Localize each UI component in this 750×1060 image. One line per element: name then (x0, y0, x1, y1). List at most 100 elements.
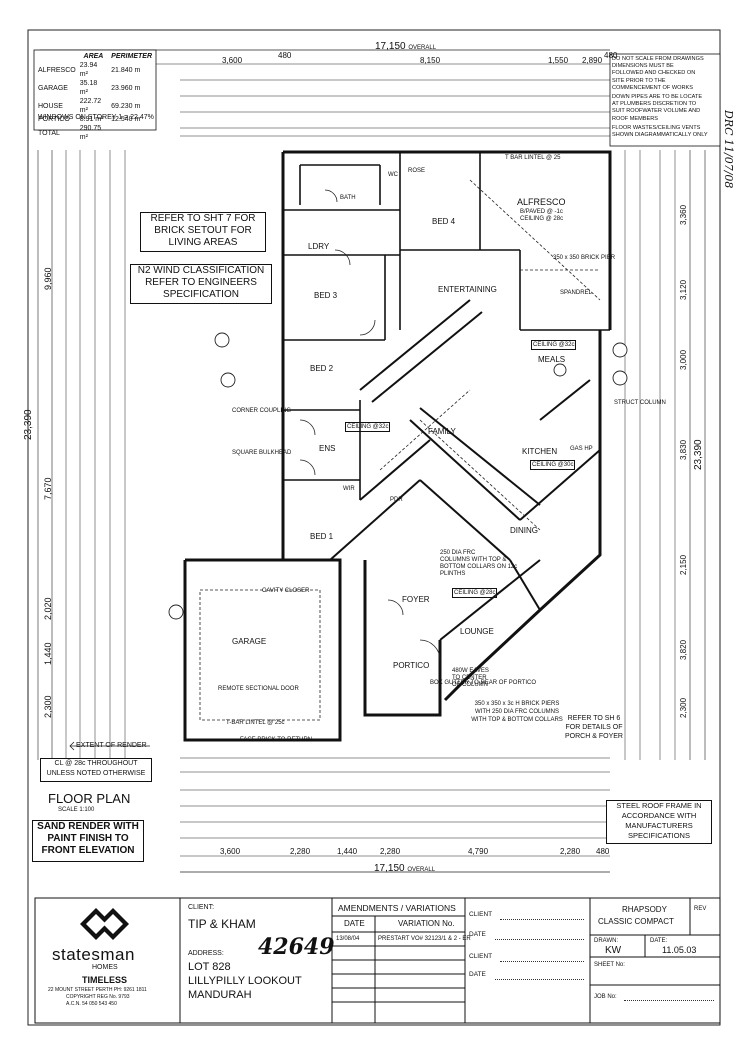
company-copyright: COPYRIGHT REG No. 9793 (66, 994, 130, 1000)
rev-label: REV (694, 906, 707, 912)
right-dim-4: 3,830 (679, 439, 688, 460)
room-dining: DINING (510, 526, 538, 535)
company-address: 22 MOUNT STREET PERTH PH: 9261 1811 (48, 987, 147, 993)
sign-date-2: DATE (469, 971, 486, 978)
amendments-date-header: DATE (344, 919, 365, 928)
company-acn: A.C.N. 54 050 543 450 (66, 1001, 117, 1007)
piers-note: 350 x 350 x 3c H BRICK PIERS WITH 250 DI… (471, 701, 563, 723)
left-dim-5: 2,300 (43, 695, 53, 718)
sign-client-1: CLIENT (469, 911, 493, 918)
job-line (624, 1000, 714, 1001)
top-dim-6: 480 (604, 51, 618, 60)
bottom-dim-5: 4,790 (468, 847, 489, 856)
left-dim-3: 2,020 (43, 597, 53, 620)
room-meals: MEALS (538, 355, 566, 364)
eaves-note: 480W EAVES TO CENTER OF COLUMN (452, 668, 489, 688)
meals-ceiling: CEILING @32c (531, 340, 577, 350)
square-bulkhead-label: SQUARE BULKHEAD (232, 450, 292, 456)
room-bath: BATH (340, 195, 356, 201)
room-entertaining: ENTERTAINING (438, 285, 497, 294)
amendment-date: 13/08/04 (336, 936, 360, 942)
room-ensuite: ENS (319, 444, 336, 453)
t-bar-lintel-garage-label: T-BAR LINTEL @ 25c (226, 720, 285, 726)
room-foyer: FOYER (402, 595, 430, 604)
address-label: ADDRESS: (188, 950, 224, 957)
sign-line-4 (495, 979, 584, 980)
porch-refer-callout: REFER TO SH 6 FOR DETAILS OF PORCH & FOY… (565, 715, 623, 740)
company-tagline: TIMELESS (82, 975, 128, 985)
kitchen-ceiling: CEILING @30c (530, 460, 576, 470)
sheet-label: SHEET No: (594, 962, 625, 968)
columns-note: 250 DIA FRC COLUMNS WITH TOP & BOTTOM CO… (440, 550, 518, 577)
foyer-ceiling: CEILING @28c (452, 588, 498, 598)
cavity-closer-label: CAVITY CLOSER (262, 588, 310, 594)
drawn-date: 11.05.03 (662, 945, 697, 955)
address-line-3: MANDURAH (188, 989, 252, 1001)
windows-note: WINDOWS ON STOREY 1 = 22.47% (38, 114, 154, 121)
company-name: statesman (52, 945, 135, 964)
sand-render-callout: SAND RENDER WITH PAINT FINISH TO FRONT E… (32, 820, 144, 862)
bottom-dim-1: 3,600 (220, 847, 241, 856)
room-alfresco-floor: B/PAVED @ -1c (520, 209, 563, 215)
corner-coupling-label: CORNER COUPLING (232, 408, 292, 414)
gas-hp-label: GAS HP (570, 446, 593, 452)
room-portico: PORTICO (393, 661, 430, 670)
sign-line-2 (495, 939, 584, 940)
areas-header-area: AREA (83, 53, 104, 60)
sign-line-3 (500, 961, 584, 962)
overall-depth-right: 23,390 (693, 439, 704, 470)
room-kitchen: KITCHEN (522, 447, 558, 456)
room-bed3: BED 3 (314, 291, 338, 300)
t-bar-lintel-label: T BAR LINTEL @ 25 (505, 155, 561, 161)
right-dim-6: 3,820 (679, 639, 688, 660)
bottom-dim-4: 2,280 (380, 847, 401, 856)
room-family: FAMILY (428, 427, 456, 436)
room-bed4: BED 4 (432, 217, 456, 226)
floor-plan-title: FLOOR PLAN (48, 791, 131, 806)
areas-header-perimeter: PERIMETER (111, 53, 152, 60)
bottom-dim-2: 2,280 (290, 847, 311, 856)
overall-width-bottom: 17,150 OVERALL (374, 863, 436, 874)
bottom-dim-6: 2,280 (560, 847, 581, 856)
room-bed2: BED 2 (310, 364, 334, 373)
top-dim-5: 2,890 (582, 56, 603, 65)
amendments-header: AMENDMENTS / VARIATIONS (338, 903, 456, 913)
top-dim-2: 480 (278, 51, 292, 60)
room-alfresco: ALFRESCO (517, 197, 566, 207)
overall-depth-left: 23,390 (23, 409, 34, 440)
design-sub: CLASSIC COMPACT (598, 917, 674, 926)
address-line-1: LOT 828 (188, 961, 231, 973)
extent-of-render-label: EXTENT OF RENDER (76, 742, 147, 749)
remote-door-label: REMOTE SECTIONAL DOOR (218, 686, 299, 692)
room-robe: ROSE (408, 168, 426, 174)
room-wir: WIR (343, 486, 355, 492)
client-label: CLIENT: (188, 904, 215, 911)
sign-client-2: CLIENT (469, 953, 493, 960)
drawn-label: DRAWN: (594, 938, 619, 944)
right-dim-2: 3,120 (679, 279, 688, 300)
right-dim-7: 2,300 (679, 697, 688, 718)
brick-setout-callout: REFER TO SHT 7 FOR BRICK SETOUT FOR LIVI… (140, 212, 266, 252)
design-name: RHAPSODY (622, 905, 667, 914)
client-name: TIP & KHAM (188, 917, 256, 931)
floor-plan-scale: SCALE 1:100 (58, 807, 95, 813)
sign-date-1: DATE (469, 931, 486, 938)
steel-roof-callout: STEEL ROOF FRAME IN ACCORDANCE WITH MANU… (606, 800, 712, 844)
company-logo-mark (80, 908, 129, 940)
top-dim-1: 3,600 (222, 56, 243, 65)
spandrel-label: SPANDREL (560, 290, 592, 296)
top-dim-4: 1,550 (548, 56, 569, 65)
general-notes: DO NOT SCALE FROM DRAWINGS DIMENSIONS MU… (612, 56, 708, 139)
right-dim-3: 3,000 (679, 349, 688, 370)
room-lounge: LOUNGE (460, 627, 494, 636)
ceiling-note: CL @ 28c THROUGHOUT UNLESS NOTED OTHERWI… (40, 758, 152, 782)
handwritten-note: DRC 11/07/08 (722, 110, 735, 189)
sign-line-1 (500, 919, 584, 920)
amendments-variation-header: VARIATION No. (398, 919, 455, 928)
drawn-initials: KW (605, 945, 622, 956)
address-line-2: LILLYPILLY LOOKOUT (188, 975, 302, 987)
